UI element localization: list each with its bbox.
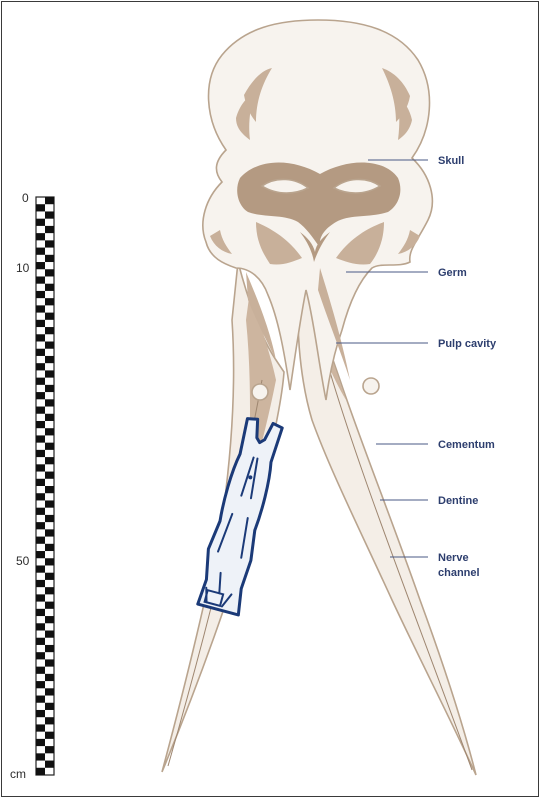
scale-tick-50: 50: [16, 554, 30, 568]
scale-square: [36, 479, 45, 486]
scale-square: [45, 284, 54, 291]
scale-square: [36, 753, 45, 760]
scale-square: [45, 688, 54, 695]
scale-square: [36, 262, 45, 269]
scale-square: [36, 435, 45, 442]
scale-square: [36, 291, 45, 298]
scale-square: [45, 356, 54, 363]
scale-square: [36, 248, 45, 255]
scale-square: [36, 724, 45, 731]
scale-square: [45, 370, 54, 377]
scale-square: [45, 255, 54, 262]
scale-square: [36, 320, 45, 327]
scale-square: [45, 327, 54, 334]
scale-checker-pattern: [36, 197, 54, 775]
scale-square: [45, 240, 54, 247]
scale-square: [45, 616, 54, 623]
scale-square: [45, 732, 54, 739]
scale-square: [45, 674, 54, 681]
scale-square: [36, 421, 45, 428]
scale-square: [45, 298, 54, 305]
scale-square: [45, 602, 54, 609]
scale-square: [36, 522, 45, 529]
scale-square: [45, 197, 54, 204]
scale-square: [45, 746, 54, 753]
scale-square: [36, 551, 45, 558]
label-nerve-channel-line1: Nerve: [438, 552, 469, 564]
scale-square: [36, 334, 45, 341]
scale-square: [36, 580, 45, 587]
scale-square: [36, 696, 45, 703]
scale-square: [36, 681, 45, 688]
label-pulp-cavity: Pulp cavity: [438, 338, 497, 350]
scale-square: [45, 659, 54, 666]
scale-unit: cm: [10, 767, 26, 781]
scale-square: [45, 703, 54, 710]
scale-square: [45, 486, 54, 493]
scale-square: [36, 450, 45, 457]
label-cementum: Cementum: [438, 439, 495, 451]
scale-square: [36, 493, 45, 500]
scale-square: [36, 638, 45, 645]
scale-square: [36, 392, 45, 399]
scale-square: [45, 443, 54, 450]
scale-square: [45, 631, 54, 638]
scale-square: [45, 385, 54, 392]
scale-square: [36, 609, 45, 616]
scale-square: [36, 594, 45, 601]
scale-square: [45, 211, 54, 218]
scale-square: [45, 457, 54, 464]
scale-square: [36, 407, 45, 414]
scale-square: [45, 761, 54, 768]
scale-square: [36, 710, 45, 717]
scale-square: [45, 587, 54, 594]
scale-square: [36, 204, 45, 211]
label-skull: Skull: [438, 155, 464, 167]
scale-square: [36, 378, 45, 385]
label-germ: Germ: [438, 267, 467, 279]
scale-square: [45, 226, 54, 233]
carved-figure: [194, 416, 289, 615]
scale-square: [36, 363, 45, 370]
scale-square: [45, 414, 54, 421]
scale-square: [45, 500, 54, 507]
scale-square: [36, 565, 45, 572]
scale-square: [45, 573, 54, 580]
scale-square: [36, 276, 45, 283]
scale-tick-0: 0: [22, 191, 29, 205]
scale-square: [36, 652, 45, 659]
scale-square: [45, 529, 54, 536]
scale-square: [45, 645, 54, 652]
scale-square: [36, 219, 45, 226]
scale-square: [36, 537, 45, 544]
scale-square: [36, 623, 45, 630]
scale-square: [36, 768, 45, 775]
scale-square: [45, 544, 54, 551]
scale-square: [36, 464, 45, 471]
scale-square: [45, 472, 54, 479]
scale-tick-10: 10: [16, 261, 30, 275]
scale-square: [36, 667, 45, 674]
scale-square: [36, 305, 45, 312]
scale-square: [45, 515, 54, 522]
scale-square: [45, 558, 54, 565]
scale-square: [45, 717, 54, 724]
scale-bar: 0 10 50 cm: [10, 191, 54, 781]
scale-square: [45, 428, 54, 435]
scale-square: [36, 349, 45, 356]
label-dentine: Dentine: [438, 495, 478, 507]
scale-square: [45, 342, 54, 349]
scale-square: [36, 739, 45, 746]
scale-square: [45, 269, 54, 276]
label-nerve-channel-line2: channel: [438, 567, 480, 579]
scale-square: [36, 233, 45, 240]
scale-square: [45, 313, 54, 320]
scale-square: [45, 399, 54, 406]
scale-square: [36, 508, 45, 515]
